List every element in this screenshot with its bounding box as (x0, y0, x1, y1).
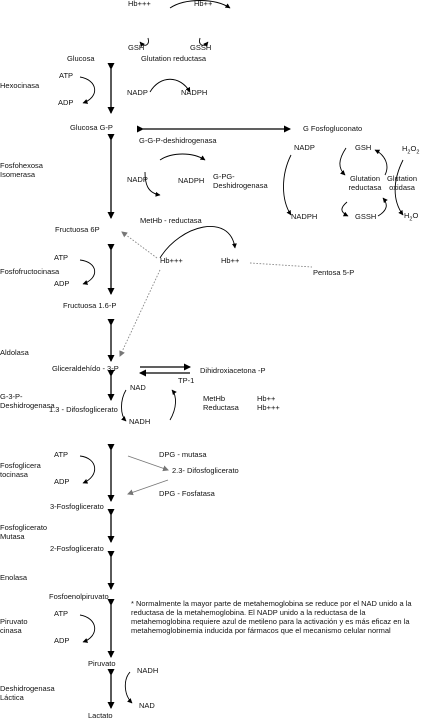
top-gsh-label: GSH (128, 43, 145, 52)
glucosa-6p-label: Glucosa G-P (70, 123, 113, 132)
dpg-arrows (127, 455, 169, 496)
enzyme-g3p-deshidrogenasa: G-3-P- Deshidrogenasa (0, 392, 55, 410)
curve-nadh-nad (124, 671, 133, 704)
nad-label: NAD (130, 383, 146, 392)
glutathione-cycle-arrows (283, 147, 404, 217)
curve-hb-top (169, 0, 231, 9)
dpg-fosfatasa-label: DPG - Fosfatasa (159, 489, 215, 498)
glut-h2o: H2O (404, 211, 419, 223)
enzyme-fosfohexosa-isomerasa: Fosfohexosa Isomerasa (0, 161, 43, 179)
nadh-lactate: NADH (137, 666, 159, 675)
glut-oxidasa: Glutation oxidasa (386, 174, 418, 192)
tp1-label: TP-1 (178, 376, 195, 385)
cofactor-curves (79, 0, 237, 704)
curve-gsh-top (139, 37, 149, 48)
curve-fosfofructocinasa (79, 259, 96, 285)
piruvato-label: Piruvato (88, 659, 116, 668)
dihidroxiacetona-label: Dihidroxiacetona -P (200, 366, 266, 375)
dotted-hb-pentosa (249, 262, 313, 268)
glut-nadp: NADP (294, 143, 315, 152)
atp-fosfoglicera: ATP (54, 450, 69, 459)
curve-h2o2-h2o (394, 159, 404, 216)
curve-nadp-mid-lower (144, 171, 161, 197)
top-hb-oxidized-label: Hb+++ (128, 0, 151, 8)
enzyme-enolasa: Enolasa (0, 573, 28, 582)
enzyme-fosfoglicera-tocinasa: Fosfoglicera tocinasa (0, 461, 41, 479)
nadph-middle: NADPH (178, 176, 205, 185)
nad-lactate: NAD (139, 701, 155, 710)
fosfoenolpiruvato-label: Fosfoenolpiruvato (49, 592, 109, 601)
atp-fosfofructocinasa: ATP (54, 253, 69, 262)
dotted-hb-gliceraldehido (119, 269, 161, 357)
nadp-middle: NADP (127, 175, 148, 184)
glut-h2o2: H2O2 (402, 144, 420, 156)
enzyme-aldolasa: Aldolasa (0, 348, 29, 357)
hb-oxidized-mid: Hb+++ (160, 256, 183, 265)
fosfoglicerato-2-label: 2-Fosfoglicerato (50, 544, 104, 553)
adp-fosfoglicera: ADP (54, 477, 70, 486)
curve-methb-hb (159, 225, 237, 259)
curve-reductasa-gssh (341, 201, 349, 217)
curve-methb-reductasa (169, 389, 177, 421)
curve-nadp-mid-upper (159, 153, 206, 161)
adp-piruvato-cinasa: ADP (54, 636, 70, 645)
curve-piruvato-cinasa (79, 614, 96, 643)
curve-fosfoglicera (79, 455, 96, 484)
curve-nadp-nadph (283, 154, 292, 216)
adp-fosfofructocinasa: ADP (54, 279, 70, 288)
curve-gssh-top (199, 37, 209, 48)
difosfoglicerato-23-label: 2.3- Difosfoglicerato (172, 466, 239, 475)
curve-hexocinasa (79, 76, 96, 104)
horizontal-arrows (137, 125, 291, 377)
arrow-dpg-fosfatasa (127, 479, 169, 496)
hb-oxidized-lower: Hb+++ (257, 403, 280, 412)
enzyme-deshidrogenasa-lactica: Deshidrogenasa Láctica (0, 684, 55, 702)
enzyme-fosfofructocinasa: Fosfofructocinasa (0, 267, 60, 276)
lactato-label: Lactato (88, 711, 113, 720)
top-hb-reduced-label: Hb++ (194, 0, 213, 8)
nadph-upper: NADPH (181, 88, 208, 97)
dotted-links (119, 231, 313, 357)
footnote: * Normalmente la mayor parte de metahemo… (131, 599, 412, 636)
methb-reductasa-upper: MetHb - reductasa (140, 216, 202, 225)
hb-reduced-mid: Hb++ (221, 256, 240, 265)
dotted-hb-fructuosa (121, 231, 158, 259)
adp-hexocinasa: ADP (58, 98, 74, 107)
nadh-label: NADH (129, 417, 151, 426)
top-gssh-label: GSSH (190, 43, 212, 52)
fosfoglicerato-3-label: 3-Fosfoglicerato (50, 502, 104, 511)
glut-gssh: GSSH (355, 212, 377, 221)
enzyme-fosfoglicerato-mutasa: Fosfoglicerato Mutasa (0, 523, 48, 541)
enzyme-piruvato-cinasa: Piruvato cinasa (0, 617, 28, 635)
difosfoglicerato-13-label: 1.3 - Difosfoglicerato (49, 405, 118, 414)
gliceraldehido-label: Gliceraldehído - 3-P (52, 364, 119, 373)
curve-gsh-reductasa (339, 147, 347, 176)
glucosa-label: Glucosa (67, 54, 95, 63)
atp-hexocinasa: ATP (59, 71, 74, 80)
curve-oxidasa-gsh (374, 149, 388, 176)
fosfogluconato-label: G Fosfogluconato (303, 124, 363, 133)
glut-nadph: NADPH (291, 212, 318, 221)
fructuosa-16p-label: Fructuosa 1.6-P (63, 301, 117, 310)
top-glutation-reductasa-label: Glutation reductasa (141, 54, 207, 63)
enzyme-hexocinasa: Hexocinasa (0, 81, 40, 90)
nadp-upper: NADP (127, 88, 148, 97)
atp-piruvato-cinasa: ATP (54, 609, 69, 618)
pentosa-label: Pentosa 5-P (313, 268, 355, 277)
glut-reductasa: Glutation reductasa (348, 174, 382, 192)
arrow-dpg-mutasa (127, 455, 169, 472)
curve-nadp-top (149, 78, 191, 93)
dpg-mutasa-label: DPG - mutasa (159, 450, 207, 459)
glut-gsh: GSH (355, 143, 372, 152)
hb-reduced-lower: Hb++ (257, 394, 276, 403)
curve-nad-nadh (121, 389, 127, 422)
curve-gssh-oxidasa (377, 197, 388, 217)
fructuosa-6p-label: Fructuosa 6P (55, 225, 100, 234)
methb-reductasa-lower: MetHb Reductasa (203, 394, 239, 412)
ggp-deshidrogenasa-label: G-G-P-deshidrogenasa (139, 136, 217, 145)
gpg-deshidrogenasa-label: G-PG- Deshidrogenasa (213, 172, 268, 190)
